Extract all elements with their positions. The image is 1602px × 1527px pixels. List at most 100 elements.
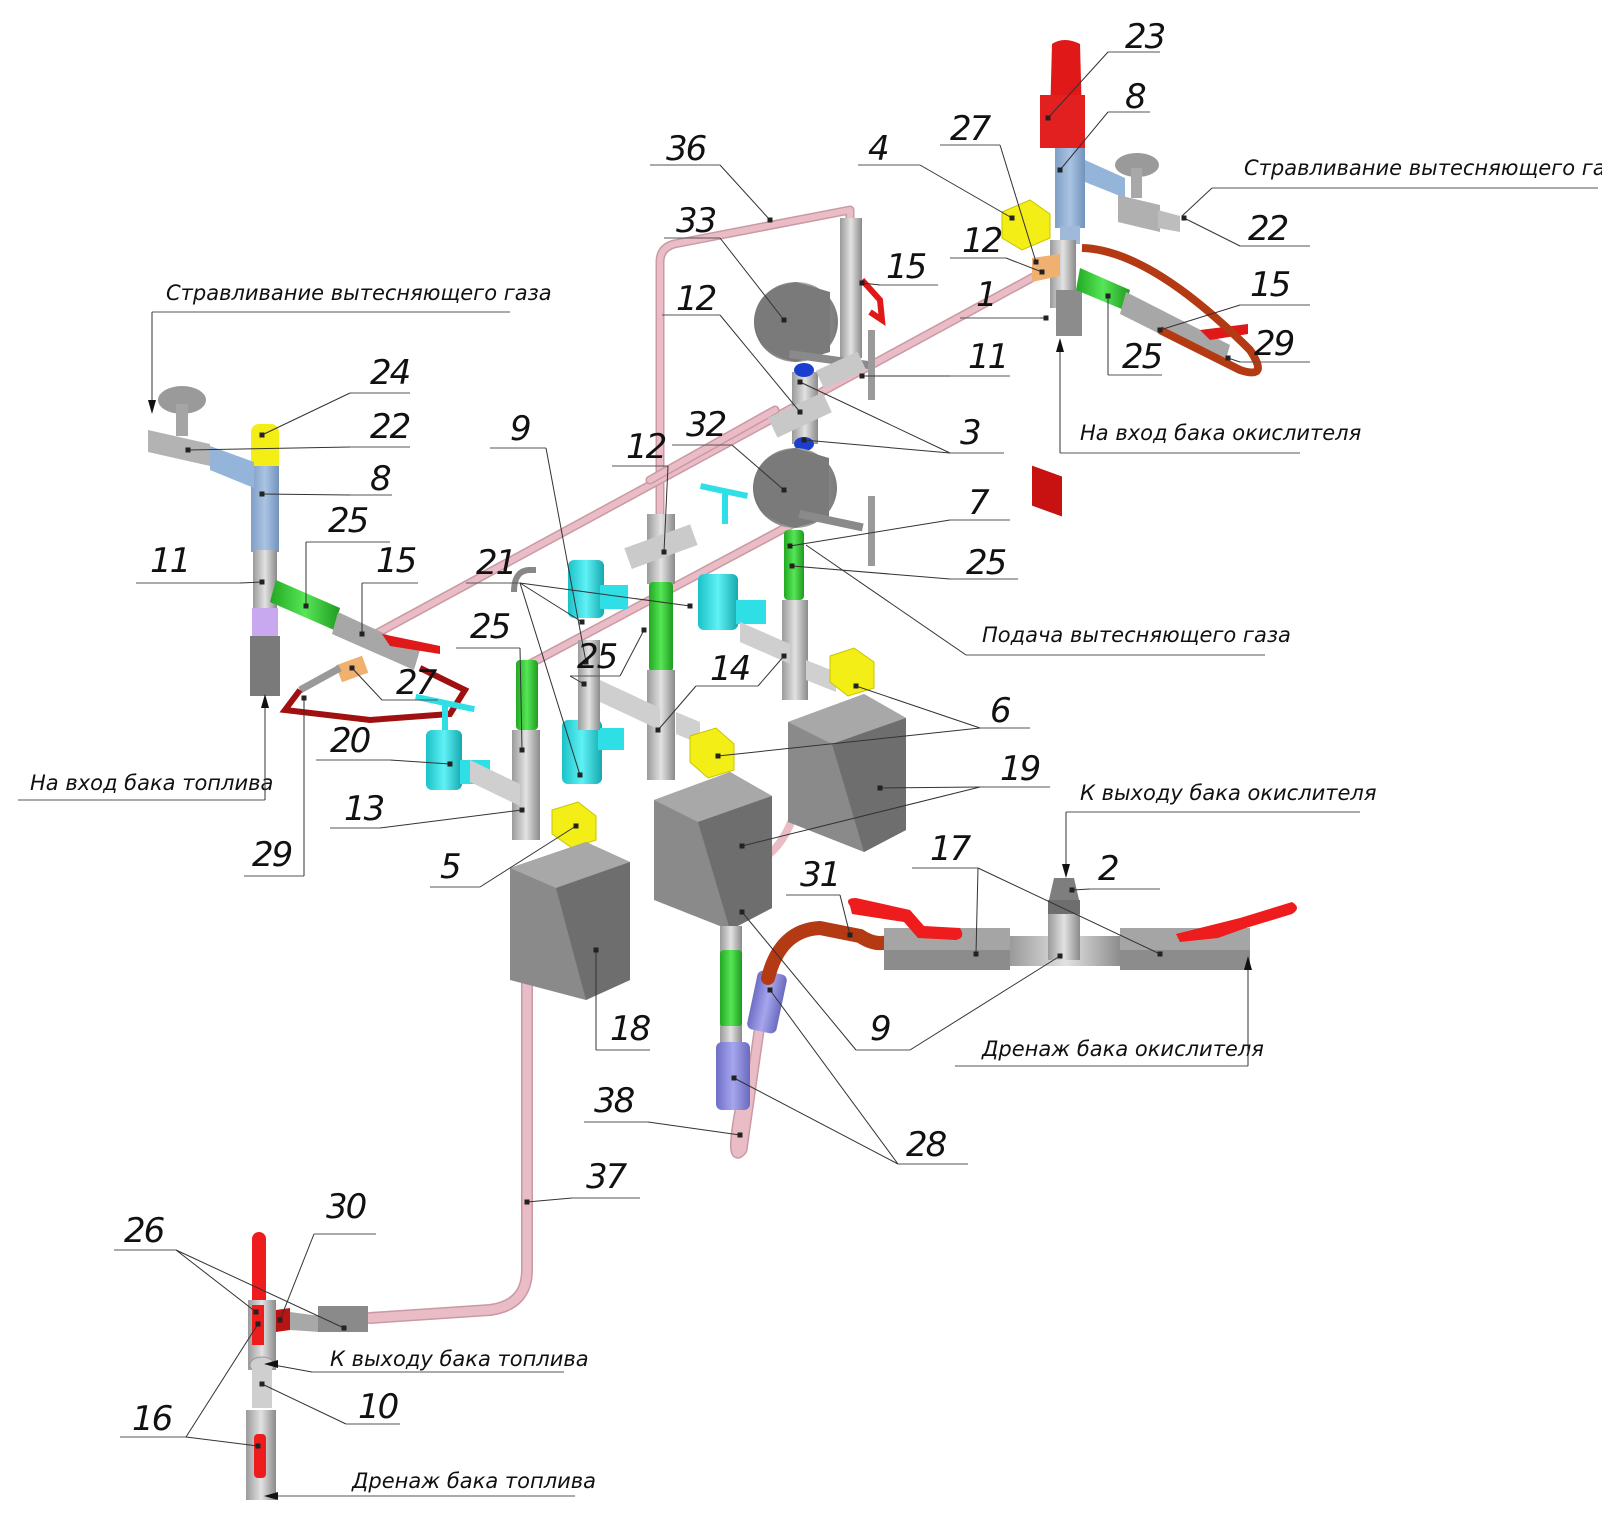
callout-leader <box>719 164 771 221</box>
callout-anchor-dot <box>303 603 309 609</box>
callout-anchor-dot <box>973 951 979 957</box>
callout-1: 1 <box>960 275 1049 321</box>
callout-number: 25 <box>470 607 510 647</box>
callout-number: 2 <box>1098 849 1118 889</box>
ball-valve-17-right <box>1120 902 1297 970</box>
callout-anchor-dot <box>447 761 453 767</box>
callout-14: 14 <box>655 649 787 733</box>
callout-leader <box>839 894 851 936</box>
label-oxidizer-tank-outlet: К выходу бака окислителя <box>1062 781 1377 878</box>
callout-anchor-dot <box>739 909 745 915</box>
callout-anchor-dot <box>581 681 587 687</box>
filter-block-18 <box>510 842 630 1000</box>
callout-2: 2 <box>1069 849 1160 893</box>
callout-anchor-dot <box>519 747 525 753</box>
callout-36: 36 <box>650 129 773 223</box>
callout-number: 15 <box>886 247 926 287</box>
label-fuel-tank-inlet: На вход бака топлива <box>18 694 273 801</box>
callout-17: 17 <box>912 829 1163 957</box>
callout-anchor-dot <box>781 653 787 659</box>
ball-valve-17-left <box>848 898 1010 970</box>
pipe-36 <box>655 205 855 545</box>
callout-number: 6 <box>990 691 1011 731</box>
cross-right <box>740 600 836 700</box>
label-oxidizer-tank-drain: Дренаж бака окислителя <box>955 956 1264 1067</box>
callout-24: 24 <box>259 353 412 438</box>
callout-13: 13 <box>330 789 525 829</box>
valve-15-left <box>332 612 440 670</box>
callout-number: 28 <box>906 1125 947 1165</box>
callout-anchor-dot <box>359 631 365 637</box>
ball-valve-16 <box>246 1410 276 1500</box>
callout-37: 37 <box>524 1157 640 1205</box>
callout-number: 7 <box>968 483 990 523</box>
callout-leader <box>999 144 1037 263</box>
callout-anchor-dot <box>801 437 807 443</box>
callout-number: 12 <box>962 221 1002 261</box>
callout-anchor-dot <box>573 823 579 829</box>
vent-valve-22-left <box>148 386 210 466</box>
label-text: Подача вытесняющего газа <box>982 623 1291 647</box>
callout-31: 31 <box>786 855 853 938</box>
callout-leader <box>741 911 857 1051</box>
fitting-lower-center <box>720 926 742 1062</box>
callout-leader <box>175 1249 257 1313</box>
callout-leader <box>1047 51 1109 119</box>
callout-anchor-dot <box>1045 115 1051 121</box>
callout-leader <box>719 237 785 321</box>
label-text: Стравливание вытесняющего газа <box>1244 156 1602 180</box>
callout-number: 25 <box>966 543 1006 583</box>
callout-anchor-dot <box>781 317 787 323</box>
callout-number: 11 <box>968 337 1007 377</box>
hose-31 <box>761 920 895 985</box>
needle-valve-21-a <box>568 560 628 618</box>
callout-anchor-dot <box>781 487 787 493</box>
callout-29: 29 <box>244 695 307 877</box>
callout-number: 1 <box>976 275 996 315</box>
pressure-gauge-32 <box>753 448 875 566</box>
callout-number: 18 <box>610 1009 651 1049</box>
callout-leader <box>185 1323 259 1438</box>
nut-6-b-yellow <box>829 647 875 697</box>
tee-8-upper <box>1055 148 1125 244</box>
callout-4: 4 <box>858 129 1015 221</box>
valve-15-center <box>840 218 886 358</box>
callout-number: 15 <box>376 541 416 581</box>
callout-number: 4 <box>868 129 888 169</box>
callout-11: 11 <box>859 337 1010 379</box>
plug-24-yellow <box>251 424 279 472</box>
callout-number: 27 <box>396 663 438 703</box>
callout-leader <box>647 1121 741 1136</box>
callout-leader <box>799 381 951 454</box>
callout-leader <box>657 685 697 731</box>
callout-anchor-dot <box>1157 951 1163 957</box>
callout-anchor-dot <box>789 563 795 569</box>
callout-anchor-dot <box>259 1381 265 1387</box>
tee-8-left <box>210 446 279 552</box>
callout-leader <box>619 629 645 677</box>
callout-leader <box>757 655 785 687</box>
callout-number: 36 <box>666 129 707 169</box>
callout-6: 6 <box>715 683 1030 759</box>
callout-25: 25 <box>1105 293 1164 377</box>
callout-leader <box>909 955 1061 1051</box>
adapter-27-left <box>298 655 369 694</box>
callout-29: 29 <box>1225 324 1310 364</box>
callout-16: 16 <box>120 1321 261 1449</box>
callout-anchor-dot <box>1069 887 1075 893</box>
callout-leader <box>261 392 351 436</box>
callout-anchor-dot <box>579 619 585 625</box>
callout-number: 8 <box>370 459 391 499</box>
callout-anchor-dot <box>349 665 355 671</box>
cross-12-upper <box>1032 240 1082 336</box>
label-text: Дренаж бака топлива <box>351 1469 596 1493</box>
callout-22: 22 <box>185 407 412 453</box>
callout-leader <box>717 727 981 757</box>
callout-number: 5 <box>440 847 460 887</box>
callout-leader <box>975 867 979 955</box>
callout-leader <box>789 519 951 547</box>
callout-anchor-dot <box>341 1325 347 1331</box>
callout-anchor-dot <box>577 772 583 778</box>
callout-number: 29 <box>252 835 292 875</box>
